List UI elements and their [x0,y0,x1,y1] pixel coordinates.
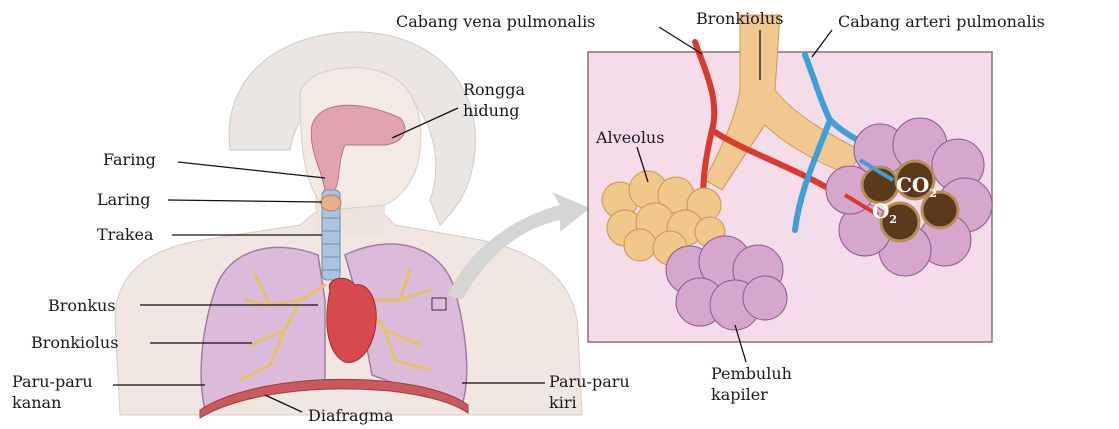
label-pembuluh-kapiler-2: kapiler [711,385,768,404]
label-bronkus: Bronkus [48,296,116,315]
larynx [321,195,341,211]
label-pembuluh-kapiler-1: Pembuluh [711,364,792,383]
label-co2-sub: 2 [929,187,937,200]
label-laring: Laring [97,190,150,209]
label-paru-kiri-1: Paru-paru [549,372,630,391]
label-paru-kanan-2: kanan [12,393,61,412]
label-cabang-vena: Cabang vena pulmonalis [396,12,595,31]
alveoli-inset [588,15,992,342]
label-paru-kanan-1: Paru-paru [12,372,93,391]
label-o2-sub: 2 [889,213,897,226]
label-paru-kiri-2: kiri [549,393,577,412]
label-bronkiolus-top: Bronkiolus [696,9,783,28]
label-rongga-hidung-2: hidung [463,101,520,120]
label-trakea: Trakea [97,225,154,244]
label-rongga-hidung-1: Rongga [463,80,525,99]
label-bronkiolus-left: Bronkiolus [31,333,118,352]
label-faring: Faring [103,150,156,169]
label-diafragma: Diafragma [308,406,394,425]
capillary-cluster-bottom [666,236,787,330]
label-alveolus: Alveolus [595,128,664,147]
label-cabang-arteri: Cabang arteri pulmonalis [838,12,1045,31]
